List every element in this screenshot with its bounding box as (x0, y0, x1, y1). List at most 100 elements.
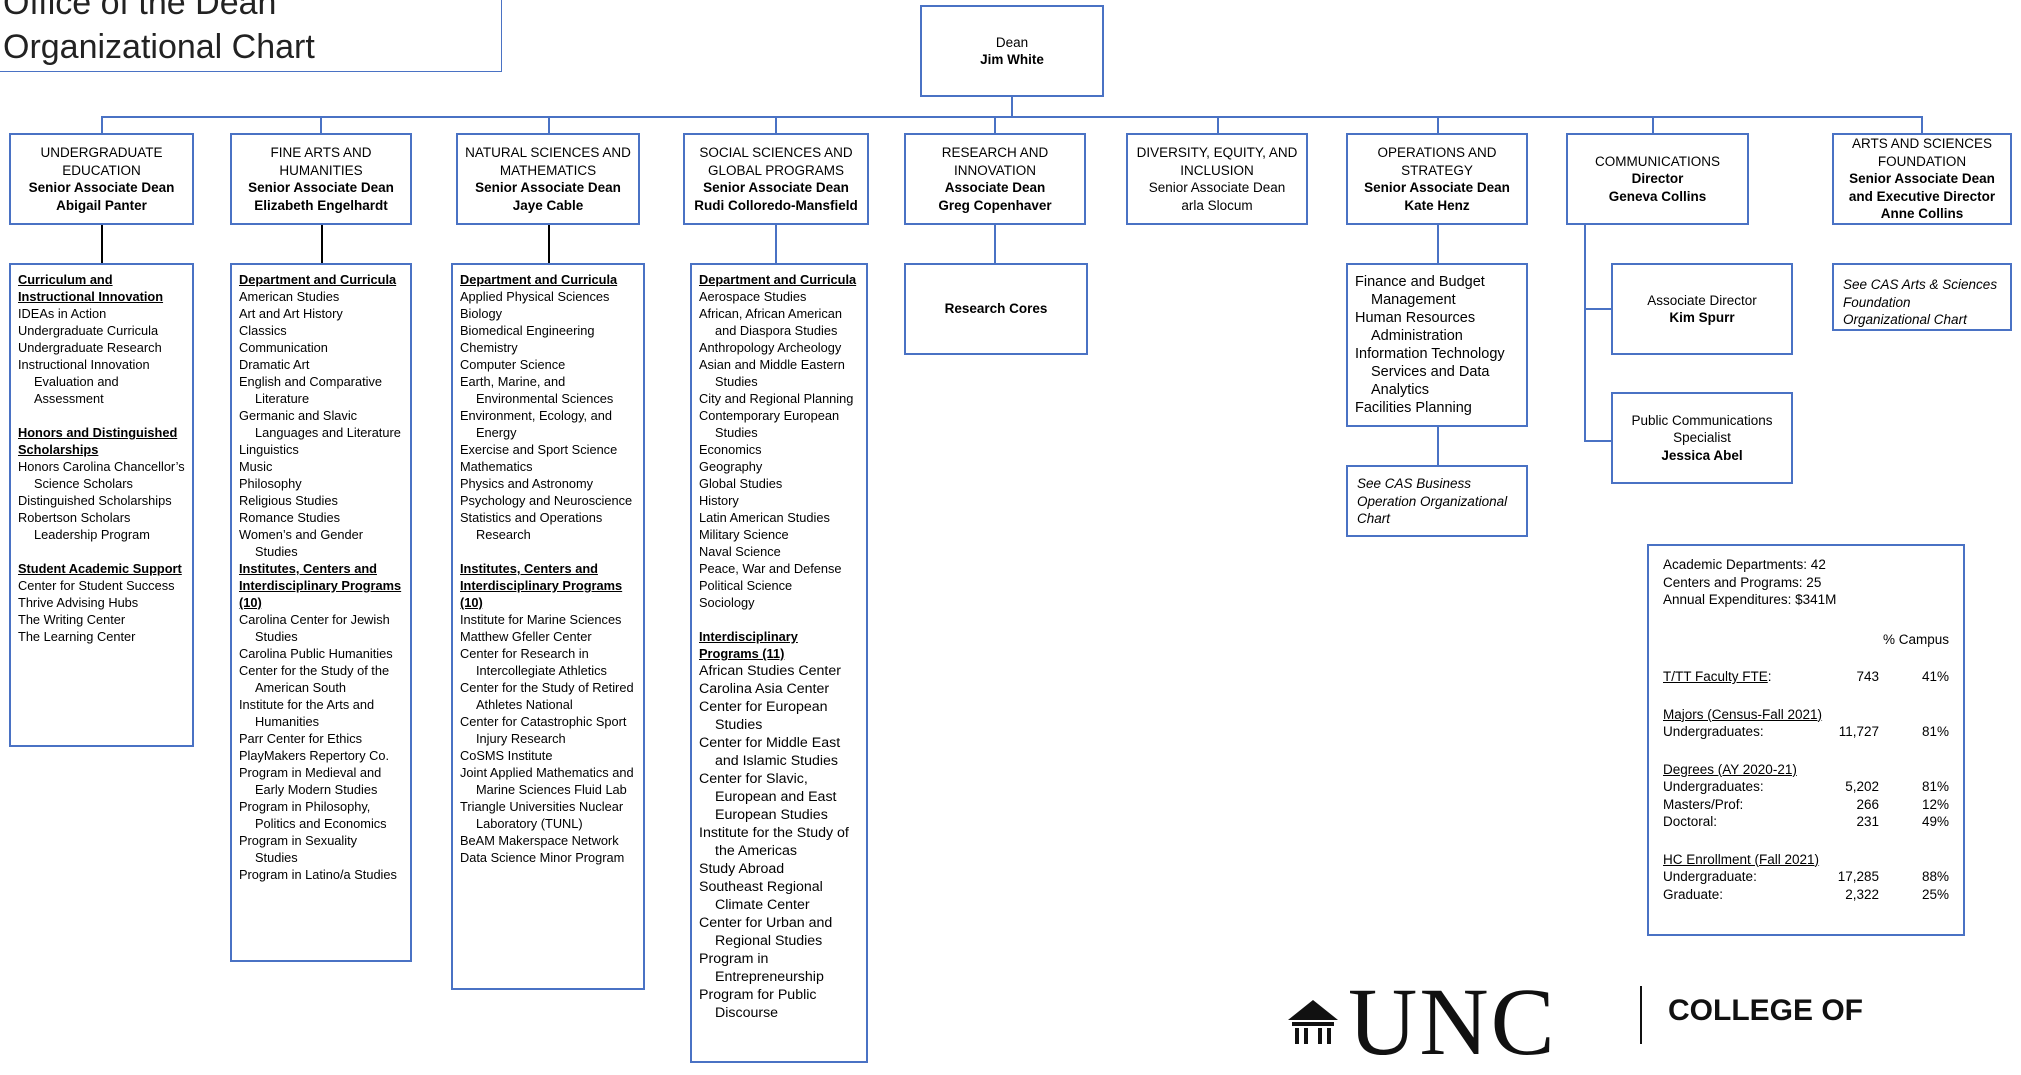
list-item: Anthropology Archeology (699, 340, 842, 355)
list-item: Physics and Astronomy (460, 476, 594, 491)
division-box-operations: OPERATIONS AND STRATEGY Senior Associate… (1346, 133, 1528, 225)
connector (1921, 116, 1923, 134)
list-item: Program in Medieval and Early Modern Stu… (239, 765, 382, 797)
stats-row-label: Undergraduates: (1663, 779, 1764, 794)
list-item: African Studies Center (699, 663, 841, 679)
list-item: Art and Art History (239, 306, 343, 321)
list-item: Program in Sexuality Studies (239, 833, 358, 865)
dean-box: Dean Jim White (920, 5, 1104, 97)
list-item: Undergraduate Curricula (18, 323, 159, 338)
list-item: Institute for the Study of the Americas (699, 825, 849, 859)
undergraduate-programs-box: Curriculum and Instructional Innovation … (9, 263, 194, 747)
list-item: Instructional Innovation Evaluation and … (18, 357, 150, 406)
division-title: RESEARCH AND INNOVATION (941, 145, 1049, 178)
section-heading: Interdisciplinary Programs (11) (699, 629, 798, 661)
list-item: Biomedical Engineering (460, 323, 595, 338)
list-item: Southeast Regional Climate Center (699, 879, 823, 913)
unc-college-logo: UNC COLLEGE OF (1268, 974, 2008, 1070)
list-item: Latin American Studies (699, 510, 830, 525)
dean-name: Jim White (980, 52, 1044, 67)
section-heading: Department and Curricula (239, 272, 397, 287)
connector (994, 116, 996, 134)
foundation-note: See CAS Arts & Sciences Foundation Organ… (1843, 277, 1998, 327)
list-item: Data Science Minor Program (460, 850, 625, 865)
list-item: Asian and Middle Eastern Studies (699, 357, 845, 389)
division-role: Senior Associate Dean (1364, 180, 1510, 195)
list-item: Distinguished Scholarships (18, 493, 172, 508)
stats-line: Academic Departments: 42 (1663, 557, 1826, 572)
division-title: DIVERSITY, EQUITY, AND INCLUSION (1136, 145, 1298, 178)
connector (320, 116, 322, 134)
list-item: Undergraduate Research (18, 340, 162, 355)
division-role: Senior Associate Dean (475, 180, 621, 195)
list-item: Center for the Study of Retired Athletes… (460, 680, 634, 712)
majors-title: Majors (Census-Fall 2021) (1663, 706, 1823, 722)
section-heading: Curriculum and Instructional Innovation (18, 272, 164, 304)
list-item: Program in Philosophy, Politics and Econ… (239, 799, 387, 831)
division-box-natural-sciences: NATURAL SCIENCES AND MATHEMATICS Senior … (456, 133, 640, 225)
chart-title-line1: Office of the Dean (3, 0, 277, 22)
old-well-icon (1288, 1000, 1338, 1044)
operations-note-box: See CAS Business Operation Organizationa… (1346, 465, 1528, 537)
stats-line: Centers and Programs: 25 (1663, 574, 1822, 590)
list-item: Communication (239, 340, 328, 355)
list-item: Program for Public Discourse (699, 987, 817, 1021)
list-item: Center for Student Success (18, 578, 175, 593)
division-name: Jaye Cable (512, 197, 584, 213)
division-role: Senior Associate Dean (703, 180, 849, 195)
division-name: Kate Henz (1404, 197, 1470, 213)
list-item: Information Technology Services and Data… (1355, 346, 1505, 398)
comms-role: Public Communications Specialist (1631, 412, 1773, 446)
connector (1652, 116, 1654, 134)
division-name: Rudi Colloredo-Mansfield (694, 197, 858, 213)
list-item: IDEAs in Action (18, 306, 107, 321)
division-title: NATURAL SCIENCES AND MATHEMATICS (465, 145, 631, 178)
list-item: PlayMakers Repertory Co. (239, 748, 390, 763)
stats-row-label: Masters/Prof: (1663, 796, 1744, 812)
faculty-label-colon: : (1767, 669, 1772, 684)
division-role: Senior Associate Dean and Executive Dire… (1848, 171, 1996, 204)
division-name: Geneva Collins (1608, 188, 1707, 204)
division-box-diversity: DIVERSITY, EQUITY, AND INCLUSION Senior … (1126, 133, 1308, 225)
stats-row-label: Undergraduate: (1663, 869, 1757, 884)
list-item: Center for the Study of the American Sou… (239, 663, 390, 695)
logo-divider (1640, 986, 1642, 1044)
logo-college-text: COLLEGE OF (1668, 994, 1863, 1027)
connector (321, 224, 323, 264)
division-role: Associate Dean (944, 180, 1046, 195)
comms-specialist-box: Public Communications Specialist Jessica… (1611, 392, 1793, 484)
list-item: Parr Center for Ethics (239, 731, 363, 746)
list-item: Center for Research in Intercollegiate A… (460, 646, 607, 678)
natural-sciences-programs-box: Department and Curricula Applied Physica… (451, 263, 645, 990)
list-item: Center for Middle East and Islamic Studi… (699, 735, 841, 769)
list-item: Facilities Planning (1355, 400, 1472, 416)
division-name: Anne Collins (1880, 206, 1964, 222)
stats-row: Doctoral: 231 49% (1663, 813, 1949, 831)
stats-row-pct: 88% (1921, 869, 1949, 884)
list-item: Center for Slavic, European and East Eur… (699, 771, 837, 823)
list-item: Contemporary European Studies (699, 408, 840, 440)
list-item: Philosophy (239, 476, 302, 491)
list-item: City and Regional Planning (699, 391, 854, 406)
list-item: Center for Catastrophic Sport Injury Res… (460, 714, 627, 746)
stats-row-value: 2,322 (1845, 886, 1879, 902)
comms-name: Kim Spurr (1669, 310, 1735, 325)
statistics-box: Academic Departments: 42 Centers and Pro… (1647, 544, 1965, 936)
division-role: Senior Associate Dean (28, 180, 175, 195)
division-title: ARTS AND SCIENCES FOUNDATION (1851, 136, 1993, 169)
list-item: Statistics and Operations Research (460, 510, 603, 542)
section-heading: Department and Curricula (460, 272, 618, 287)
list-item: The Writing Center (18, 612, 126, 627)
list-item: Naval Science (699, 544, 781, 559)
list-item: Dramatic Art (239, 357, 310, 372)
list-item: Carolina Asia Center (699, 681, 830, 697)
stats-row: Undergraduates: 11,727 81% (1663, 723, 1949, 741)
stats-row-pct: 49% (1921, 814, 1949, 829)
list-item: Carolina Center for Jewish Studies (239, 612, 390, 644)
stats-row-value: 266 (1856, 796, 1879, 812)
list-item: Program in Entrepreneurship (699, 951, 824, 985)
social-sciences-programs-box: Department and Curricula Aerospace Studi… (690, 263, 868, 1063)
division-box-fine-arts: FINE ARTS AND HUMANITIES Senior Associat… (230, 133, 412, 225)
division-box-social-sciences: SOCIAL SCIENCES AND GLOBAL PROGRAMS Seni… (683, 133, 869, 225)
stats-row-value: 5,202 (1845, 779, 1879, 794)
